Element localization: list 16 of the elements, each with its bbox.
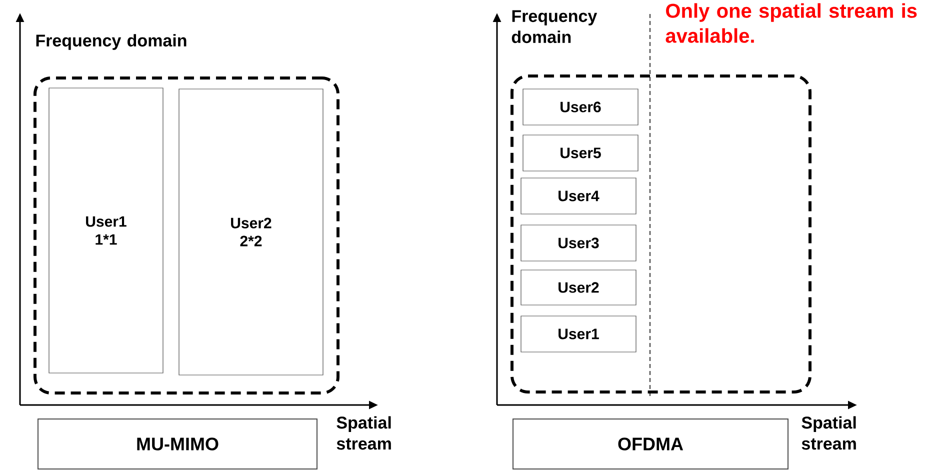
user-box: User4 <box>520 178 636 214</box>
user-box: User3 <box>520 224 636 262</box>
user-box: User1 <box>520 316 636 352</box>
user-box: User6 <box>522 88 638 126</box>
user-box: User2 2*2 <box>178 88 324 376</box>
user-box: User2 <box>520 270 636 306</box>
axis-label: Frequency domain <box>36 34 186 50</box>
axis-label: Frequency domain <box>512 10 598 44</box>
axis-label: Spatial stream <box>336 416 391 450</box>
user-box: User5 <box>522 134 638 172</box>
dashed-region <box>34 76 340 394</box>
user-box: User1 1*1 <box>48 88 164 374</box>
dashed-region <box>510 74 812 394</box>
note-text: Only one spatial stream is available. <box>666 3 917 43</box>
scheme-box: MU-MIMO <box>38 418 318 470</box>
scheme-box: OFDMA <box>512 418 788 470</box>
